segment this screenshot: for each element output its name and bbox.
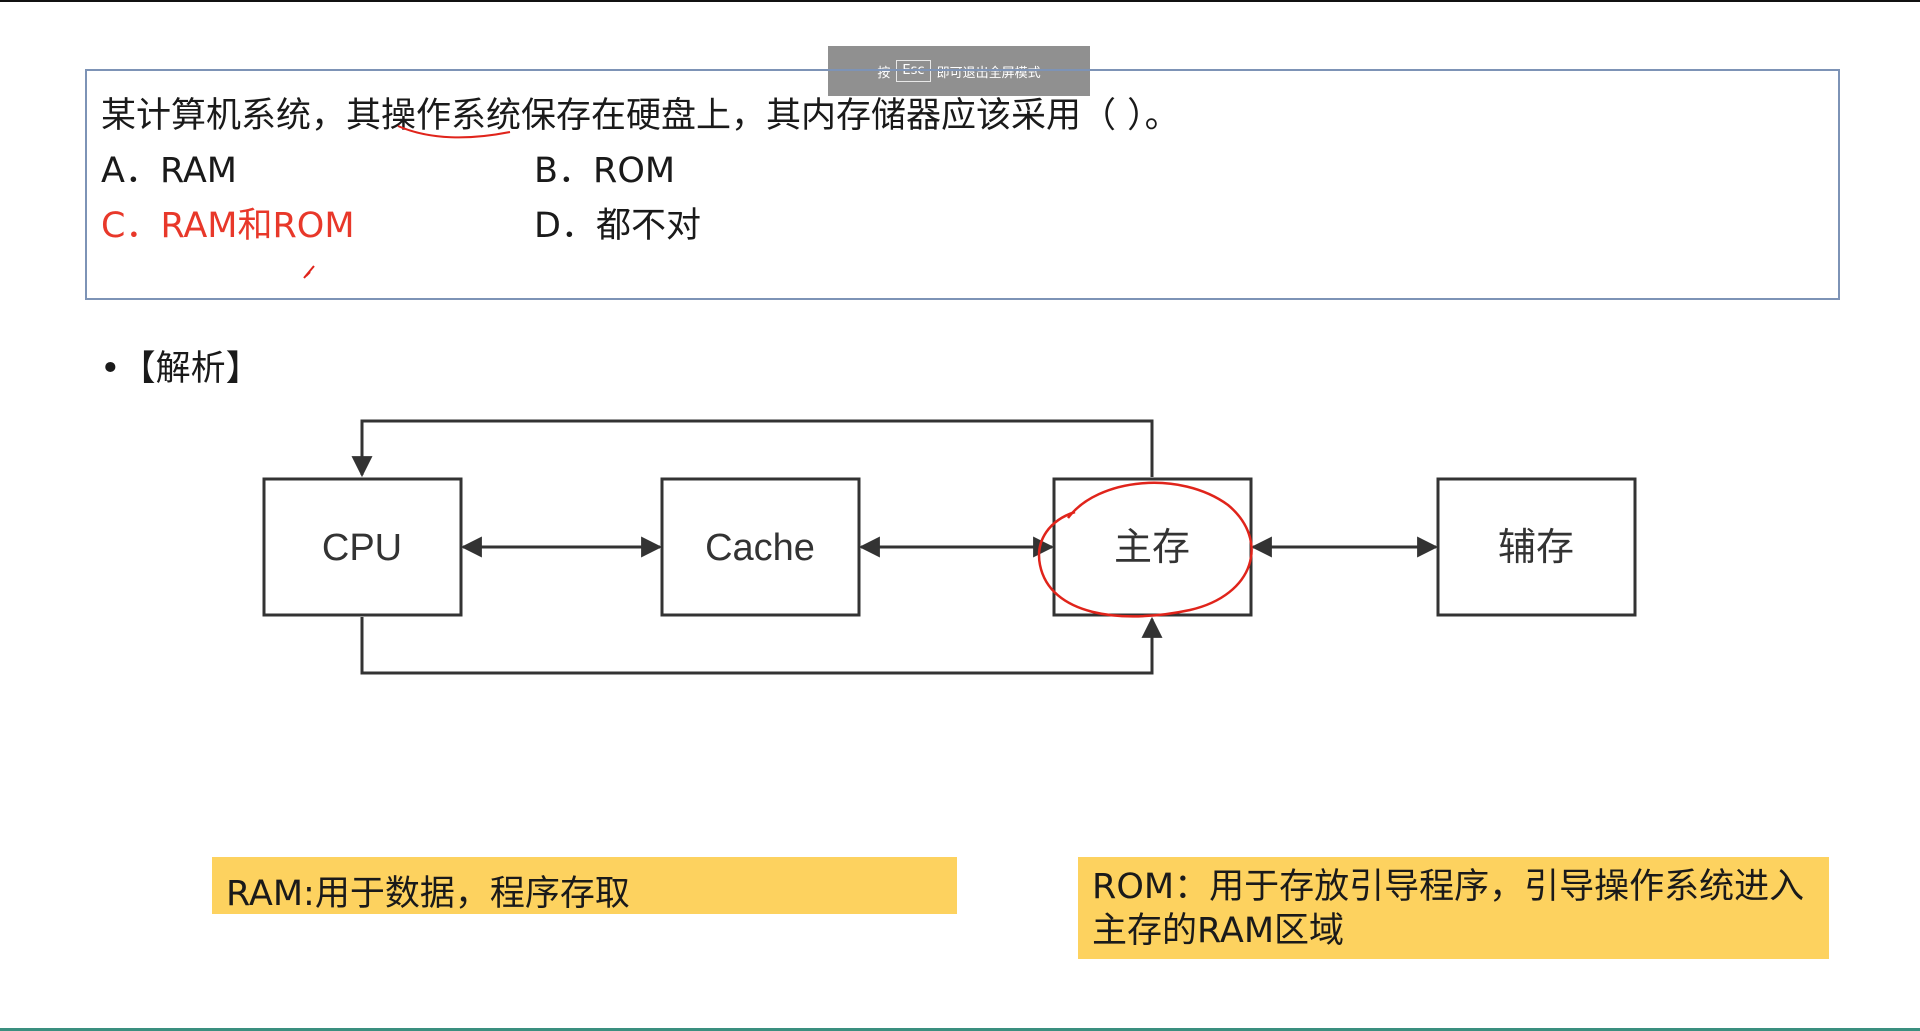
underline-annotation [397, 125, 511, 139]
aux-memory-node [1436, 477, 1637, 617]
top-border [0, 0, 1920, 2]
option-c-answer: C．RAM和ROM [101, 206, 355, 246]
option-a: A．RAM [101, 151, 237, 191]
cache-node [660, 477, 861, 617]
cpu-to-main-bottom-arrow [360, 616, 1163, 675]
cpu-node [262, 477, 463, 617]
bottom-border [0, 1028, 1920, 1031]
pen-mark-icon [303, 265, 315, 279]
main-to-cpu-top-arrow [351, 419, 1154, 478]
rom-note: ROM：用于存放引导程序，引导操作系统进入主存的RAM区域 [1078, 857, 1829, 959]
option-b: B．ROM [534, 151, 676, 191]
cache-label: Cache [705, 527, 815, 569]
question-box: 某计算机系统，其操作系统保存在硬盘上，其内存储器应该采用（ ）。 A．RAM B… [85, 69, 1840, 300]
main-memory-label: 主存 [1114, 527, 1190, 569]
ram-note: RAM:用于数据，程序存取 [212, 857, 957, 914]
cpu-label: CPU [322, 527, 402, 569]
option-d: D．都不对 [534, 206, 701, 246]
aux-memory-label: 辅存 [1498, 527, 1574, 569]
analysis-heading: •【解析】 [100, 349, 261, 389]
question-text: 某计算机系统，其操作系统保存在硬盘上，其内存储器应该采用（ ）。 [101, 96, 1180, 136]
circle-annotation [1037, 481, 1253, 618]
